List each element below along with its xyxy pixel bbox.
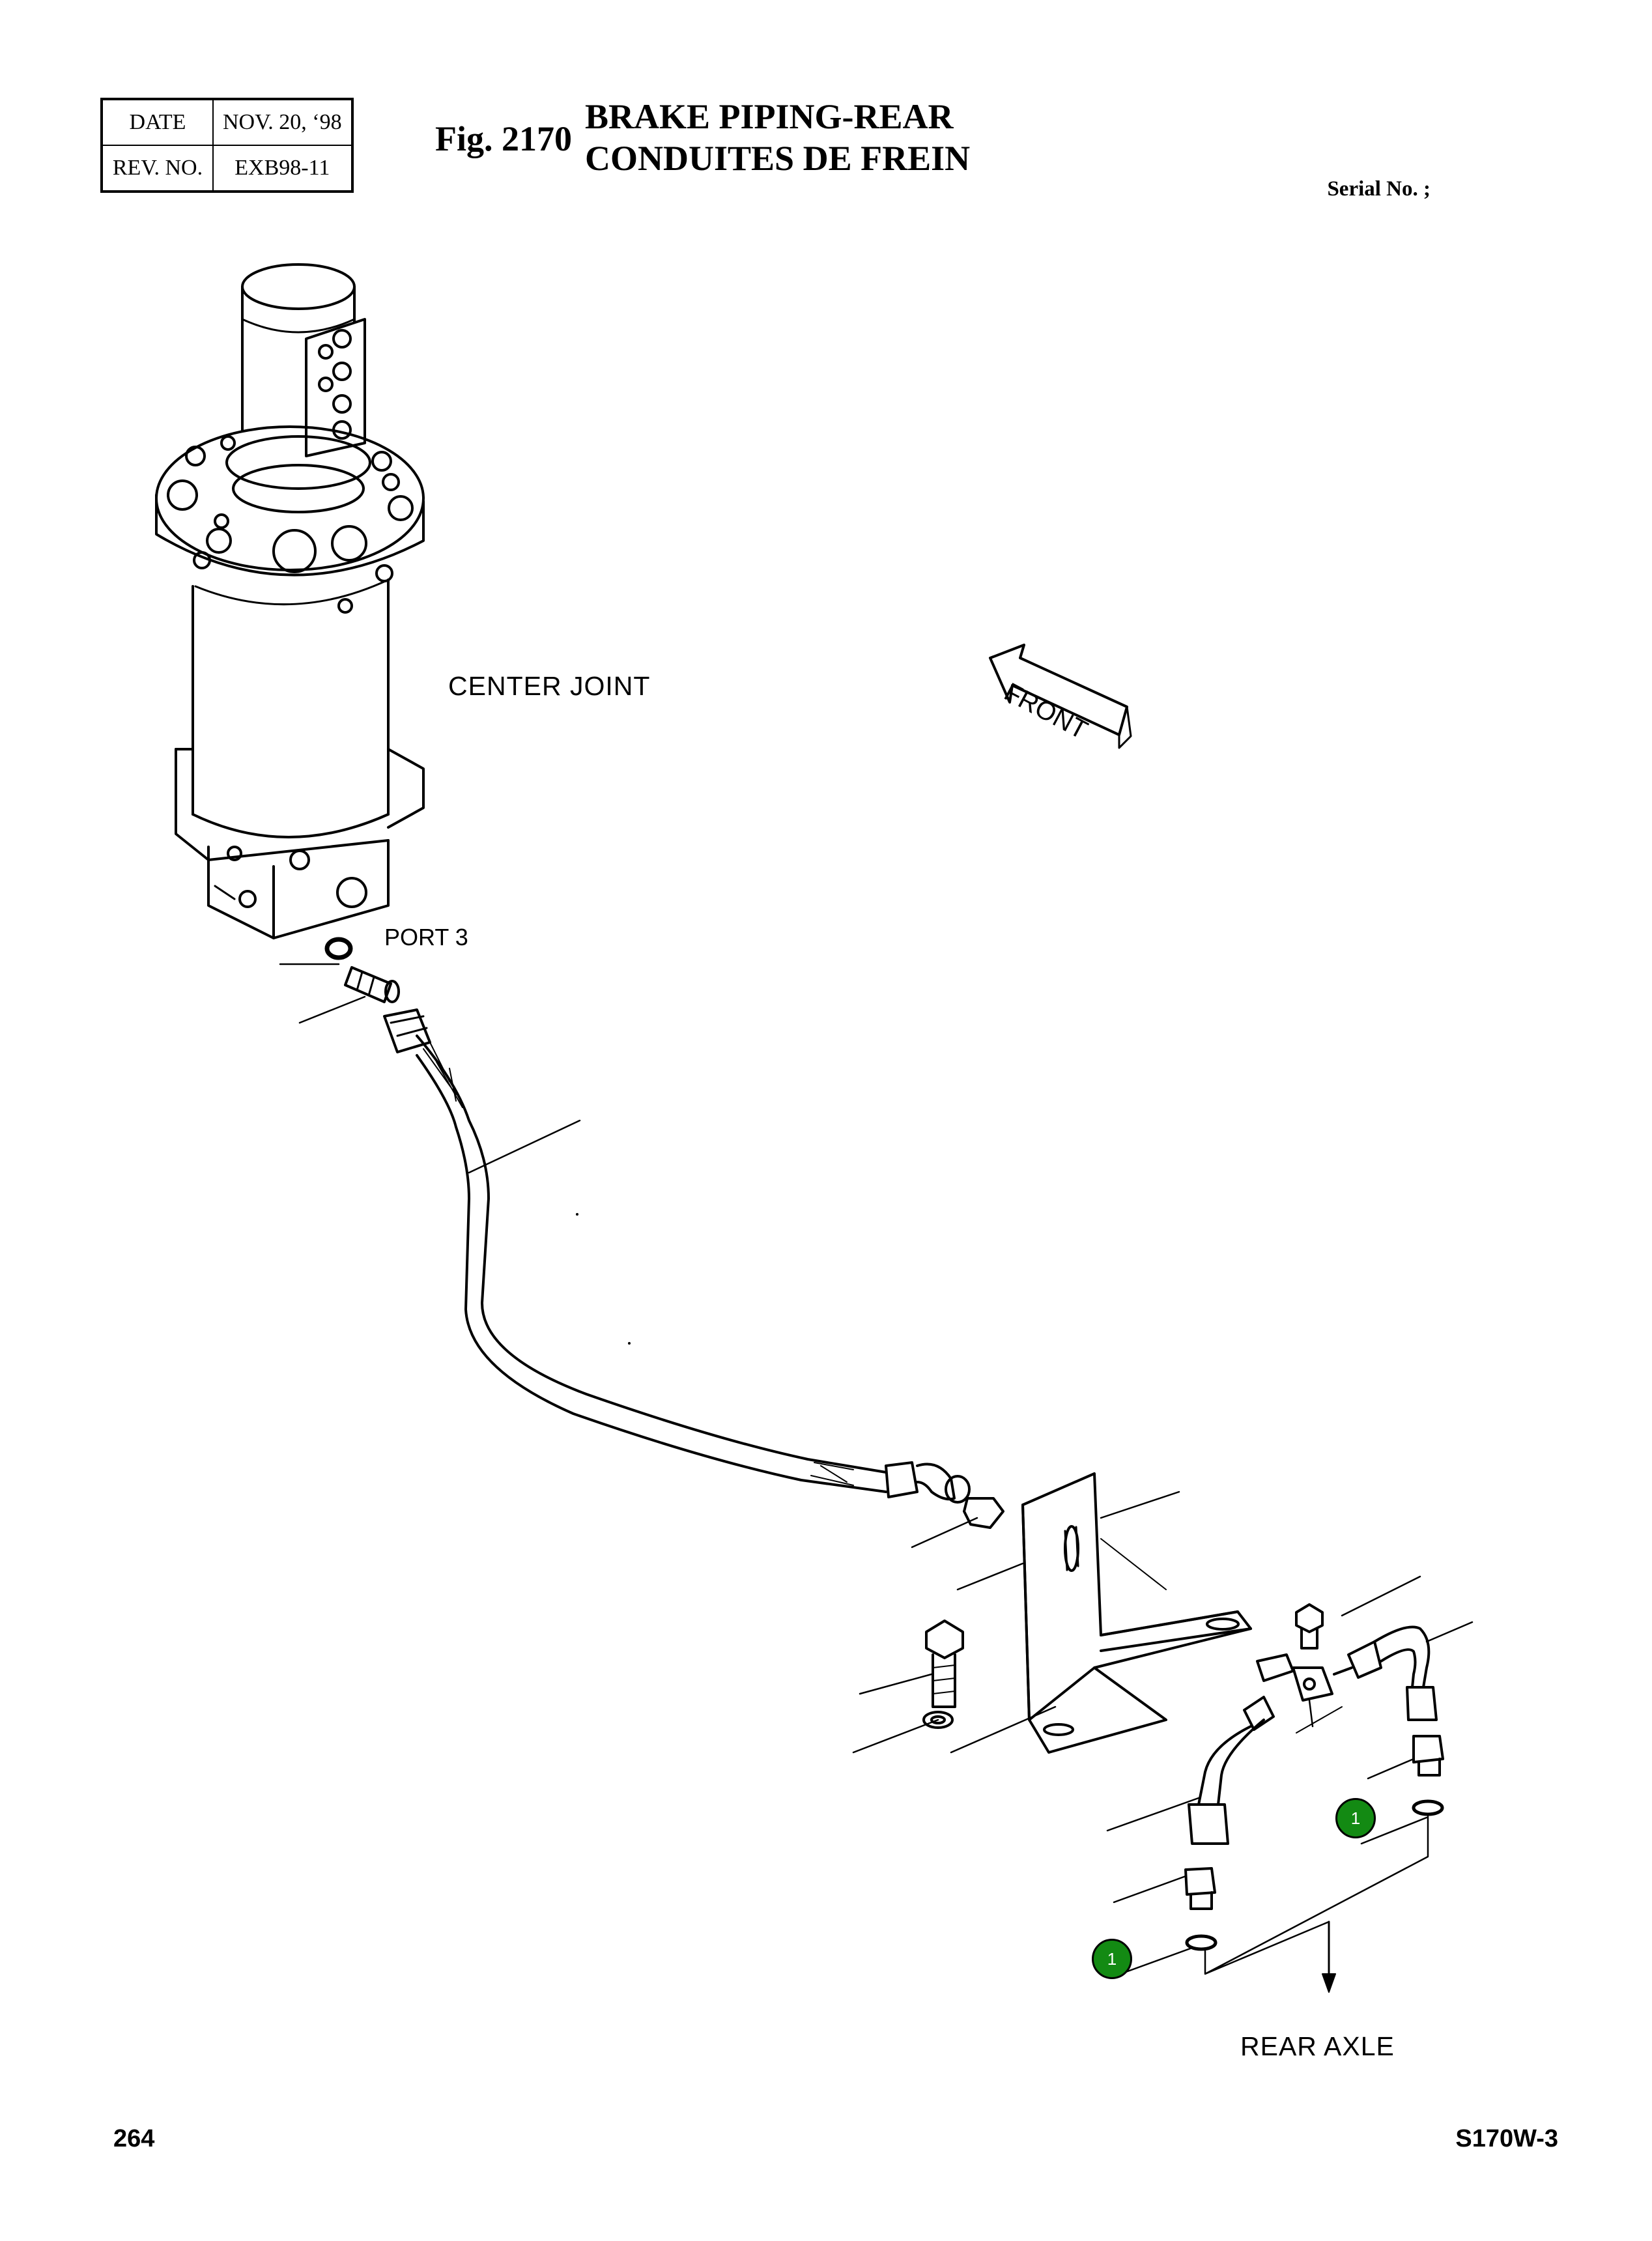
figure-number: Fig. 2170: [435, 119, 572, 158]
front-arrow-icon: [989, 644, 1132, 749]
page-number: 264: [113, 2125, 155, 2152]
part-callout-1[interactable]: 1: [1092, 1939, 1132, 1979]
rev-label: REV. NO.: [101, 145, 214, 192]
serial-number: Serial No. ;: [1327, 177, 1431, 201]
title-french: CONDUITES DE FREIN: [585, 139, 971, 178]
port3-label: PORT 3: [384, 924, 468, 950]
center-joint-drawing: [155, 263, 425, 939]
bolt-and-washer: [852, 1620, 1057, 1754]
port3-fittings: [279, 937, 431, 1053]
rev-value: EXB98-11: [212, 145, 353, 192]
date-value: NOV. 20, ‘98: [212, 98, 353, 146]
tee-fittings: [1106, 1575, 1474, 1845]
mounting-bracket: [956, 1472, 1252, 1754]
connectors: [1113, 1735, 1444, 1993]
center-joint-label: CENTER JOINT: [448, 671, 651, 701]
rear-axle-label: REAR AXLE: [1240, 2031, 1395, 2061]
part-callout-1[interactable]: 1: [1335, 1798, 1376, 1838]
date-label: DATE: [101, 98, 214, 146]
title-english: BRAKE PIPING-REAR: [585, 97, 954, 136]
model-code: S170W-3: [1455, 2125, 1558, 2152]
revision-table: DATE NOV. 20, ‘98 REV. NO. EXB98-11: [100, 98, 354, 193]
brake-hose: [416, 1035, 1004, 1549]
